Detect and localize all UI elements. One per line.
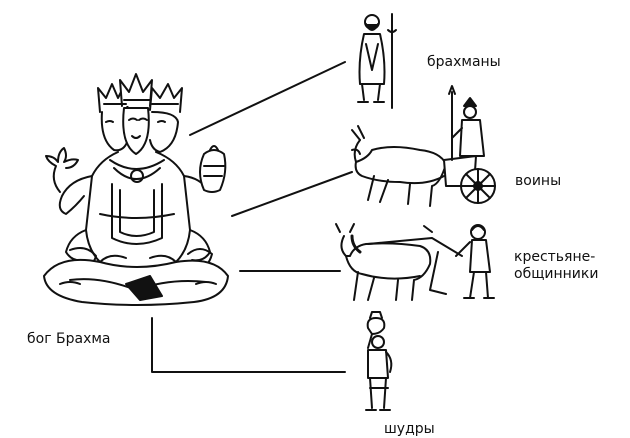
connector-brahmins — [189, 61, 346, 136]
connector-warriors — [231, 171, 353, 217]
caste-label-peasants: крестьяне- общинники — [514, 249, 599, 282]
caste-label-brahmins: брахманы — [427, 54, 501, 70]
warrior-figure — [351, 85, 496, 207]
god-label: бог Брахма — [27, 331, 111, 347]
caste-label-warriors: воины — [515, 173, 562, 189]
caste-label-shudras: шудры — [384, 421, 435, 437]
brahmin-figure — [357, 13, 397, 109]
connector-shudras — [151, 317, 346, 373]
peasant-figure — [335, 223, 495, 301]
brahma-figure — [43, 73, 229, 306]
shudra-figure — [365, 311, 393, 411]
